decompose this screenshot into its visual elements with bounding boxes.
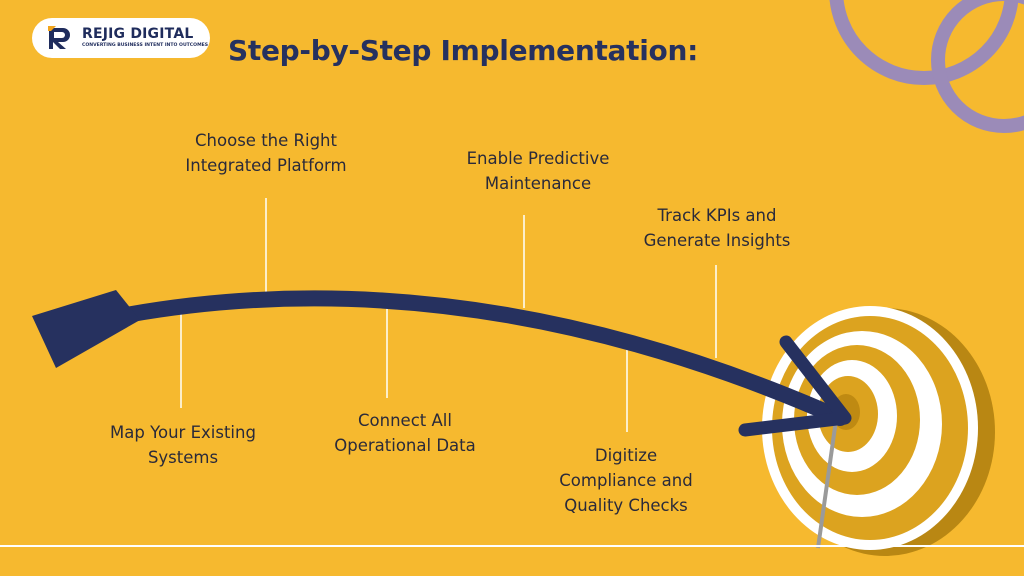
page-title: Step-by-Step Implementation: <box>228 34 699 67</box>
bullseye-target-icon <box>762 306 995 556</box>
arrow-icon <box>32 290 852 437</box>
rejig-logo-icon <box>48 26 70 49</box>
step-connect-data: Connect All Operational Data <box>334 411 476 455</box>
bottom-divider <box>0 545 1024 547</box>
step-track-kpis: Track KPIs and Generate Insights <box>643 206 791 250</box>
brand-logo: REJIG DIGITAL CONVERTING BUSINESS INTENT… <box>32 18 210 58</box>
step-predictive-maintenance: Enable Predictive Maintenance <box>466 149 610 193</box>
decorative-rings <box>829 0 1024 133</box>
brand-tagline: CONVERTING BUSINESS INTENT INTO OUTCOMES <box>82 43 209 48</box>
step-digitize-compliance: Digitize Compliance and Quality Checks <box>559 446 693 515</box>
step-choose-platform: Choose the Right Integrated Platform <box>185 131 347 175</box>
brand-name: REJIG DIGITAL <box>82 26 194 42</box>
step-map-systems: Map Your Existing Systems <box>110 423 256 467</box>
